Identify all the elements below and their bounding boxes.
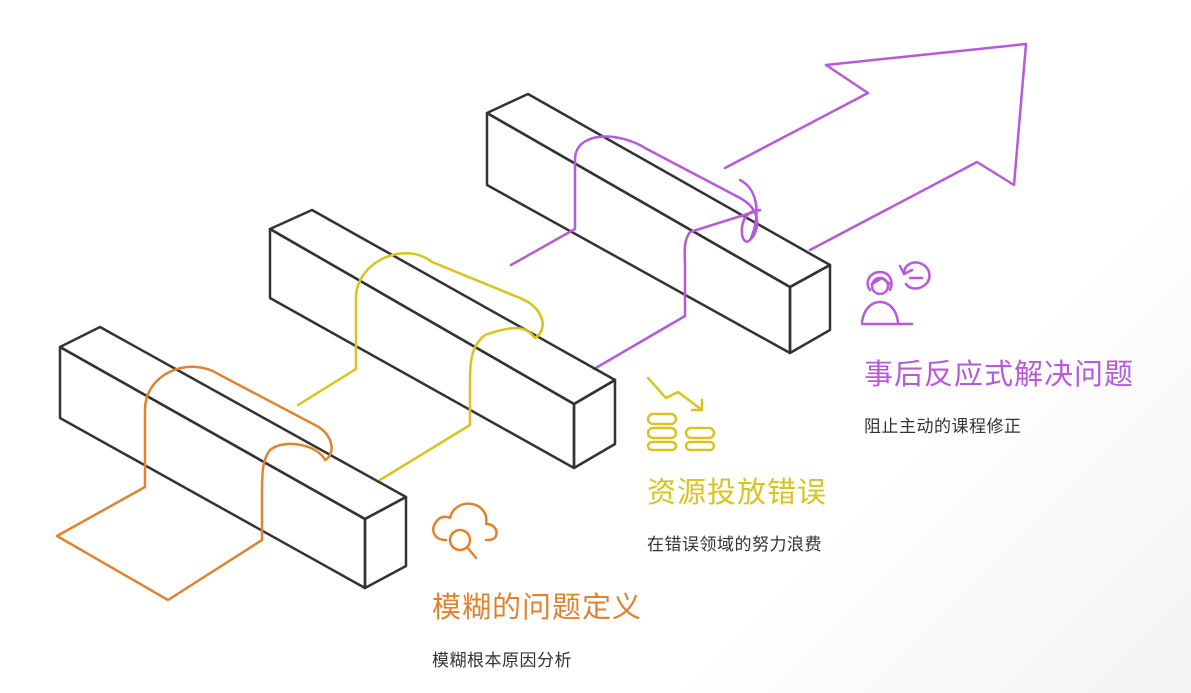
block-1: [60, 327, 406, 588]
ribbon-stage-3: [511, 137, 760, 369]
stage-3-description: 阻止主动的课程修正: [864, 412, 1022, 437]
stage-2-description: 在错误领域的努力浪费: [647, 530, 822, 555]
arrow-head: [725, 44, 1026, 250]
search-cloud-icon: [428, 500, 504, 566]
ribbon-stage-2: [298, 253, 543, 480]
stage-3-title: 事后反应式解决问题: [864, 351, 1134, 393]
ribbon-stage-1: [57, 367, 332, 600]
person-refresh-icon: [860, 256, 940, 332]
coins-decline-icon: [644, 374, 722, 456]
stage-1-title: 模糊的问题定义: [432, 584, 642, 626]
stage-1-description: 模糊根本原因分析: [432, 646, 572, 671]
stage-2-title: 资源投放错误: [647, 469, 827, 511]
block-3: [487, 94, 830, 353]
